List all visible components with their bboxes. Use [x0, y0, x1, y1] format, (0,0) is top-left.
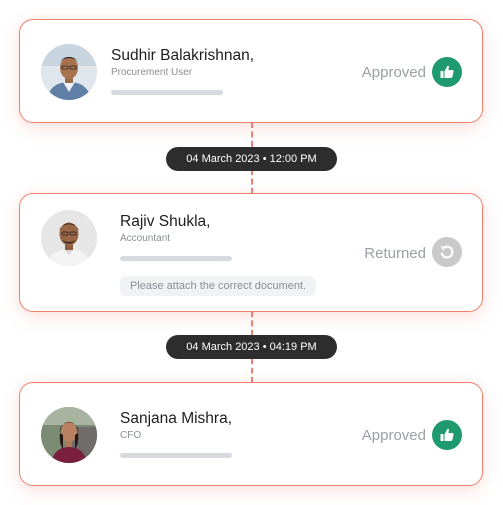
avatar-rajiv	[41, 210, 97, 266]
approver-role: CFO	[120, 430, 142, 441]
status-label: Approved	[361, 64, 426, 81]
thumbs-up-icon	[432, 57, 462, 87]
approval-card-procurement: Sudhir Balakrishnan, Procurement User Ap…	[19, 19, 483, 123]
thumbs-up-icon	[432, 420, 462, 450]
approval-card-cfo: Sanjana Mishra, CFO Approved	[19, 382, 483, 486]
placeholder-bar	[111, 90, 223, 95]
return-arrow-icon	[432, 237, 462, 267]
approver-role: Procurement User	[111, 67, 193, 78]
placeholder-bar	[120, 453, 232, 458]
approver-name: Sanjana Mishra,	[120, 410, 233, 427]
approver-role: Accountant	[120, 233, 171, 244]
avatar-sudhir	[41, 44, 97, 100]
approver-name: Rajiv Shukla,	[120, 213, 211, 230]
approver-name: Sudhir Balakrishnan,	[111, 47, 255, 64]
approval-card-accountant: Rajiv Shukla, Accountant Please attach t…	[19, 193, 483, 312]
avatar-sanjana	[41, 407, 97, 463]
placeholder-bar	[120, 256, 232, 261]
timestamp-pill: 04 March 2023 • 04:19 PM	[166, 335, 337, 359]
return-note: Please attach the correct document.	[120, 276, 317, 296]
status-label: Approved	[361, 427, 426, 444]
timestamp-pill: 04 March 2023 • 12:00 PM	[166, 147, 337, 171]
status-label: Returned	[364, 245, 426, 262]
